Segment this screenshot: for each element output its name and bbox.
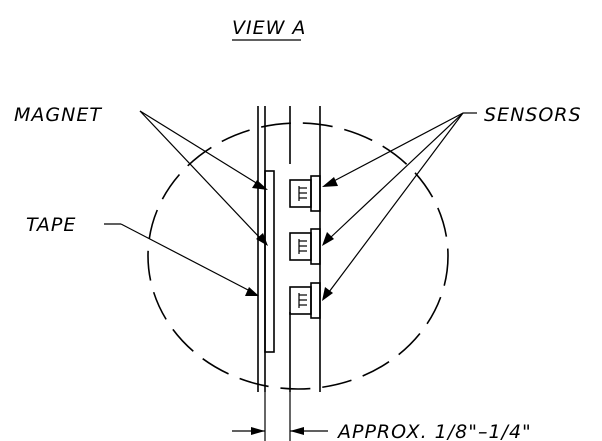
tape-leader bbox=[104, 223, 259, 296]
sensor-3 bbox=[289, 282, 321, 319]
magnet-label: MAGNET bbox=[14, 104, 102, 126]
sensor-1 bbox=[289, 175, 321, 212]
view-title: VIEW A bbox=[232, 17, 306, 39]
sensor-2 bbox=[289, 228, 321, 265]
magnet-strip bbox=[264, 170, 275, 353]
sensors-label: SENSORS bbox=[484, 104, 582, 126]
tape-label: TAPE bbox=[26, 214, 76, 236]
sensors-leader-3 bbox=[322, 112, 464, 301]
sensors-leader-1 bbox=[322, 112, 464, 187]
magnet-leader-upper bbox=[139, 110, 268, 190]
gap-dimension bbox=[232, 392, 328, 441]
detail-circle bbox=[147, 122, 449, 390]
sensors-leader-2 bbox=[322, 112, 464, 246]
magnet-leader-lower bbox=[139, 110, 268, 246]
gap-dimension-label: APPROX. 1/8"–1/4" bbox=[336, 421, 532, 441]
